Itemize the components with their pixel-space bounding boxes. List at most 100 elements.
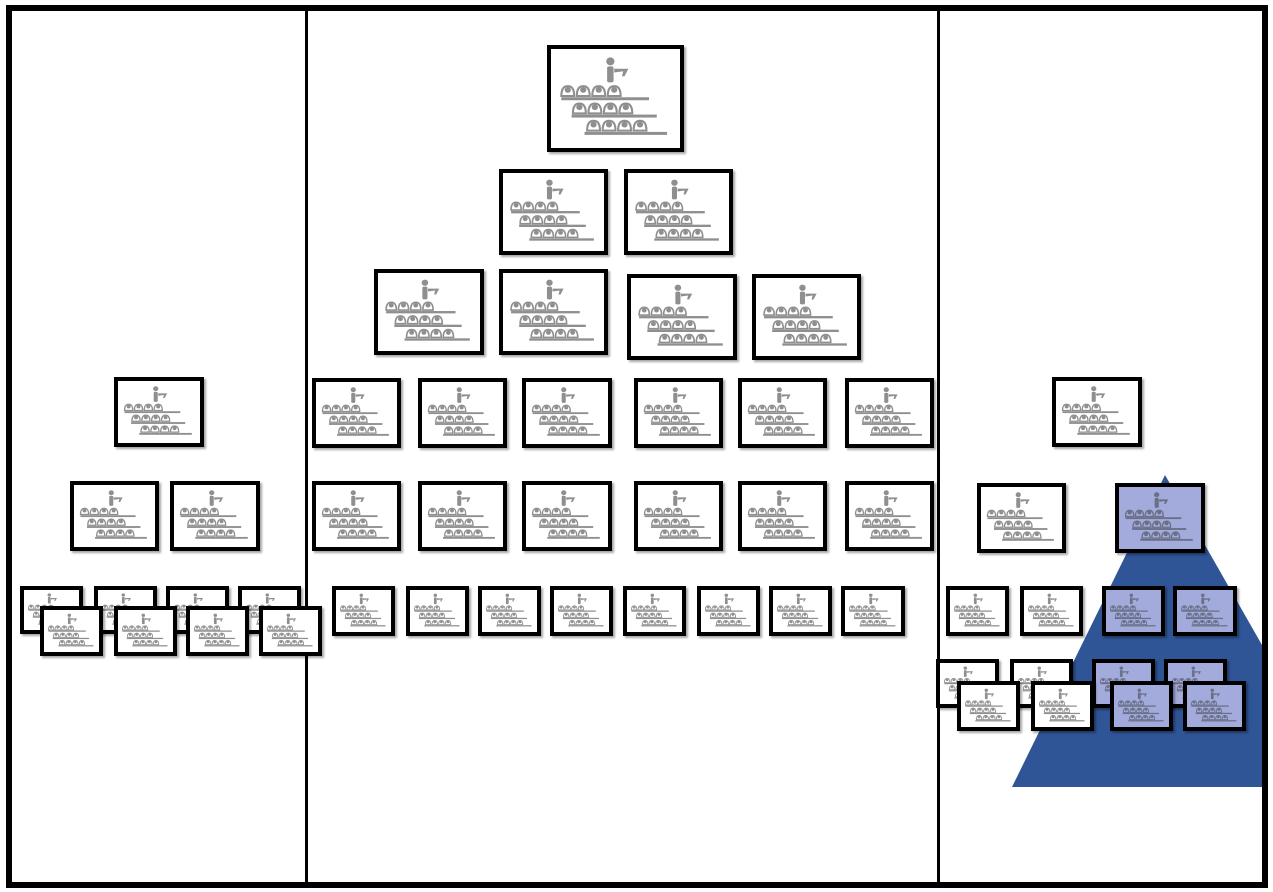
desk-bar [1191,705,1228,706]
teacher-at-board-icon [673,490,687,506]
classroom-card-right-highlighted [1110,681,1173,731]
student-desk-icon [436,416,444,422]
student-desk-icon [654,508,662,514]
student-desk-icon [1028,606,1034,610]
student-desk-icon [445,416,453,422]
classroom-card-center [624,169,733,255]
desk-bar [486,610,523,611]
desk-bar [511,311,580,313]
student-desk-icon [558,606,564,610]
student-desk-icon [784,530,792,536]
desk-bar [651,423,704,425]
desk-bar [394,325,461,327]
student-desk-icon [141,426,149,432]
desk-bar [529,338,594,340]
student-desk-icon [985,620,991,624]
desk-bar [199,638,235,639]
student-desk-icon [458,508,466,514]
classroom-card-center [634,481,723,551]
student-desk-icon [465,416,473,422]
teacher-at-board-icon [777,387,791,403]
student-desk-icon [656,620,662,624]
classroom-icon [1056,381,1138,443]
student-desk-icon [1188,606,1194,610]
student-desk-icon [1013,532,1021,538]
classroom-icon [628,173,729,251]
student-desk-icon [872,519,880,525]
desk-bar [763,537,815,539]
student-desk-icon [865,508,873,514]
student-desk-icon [1117,606,1123,610]
student-desk-icon [562,508,570,514]
desk-bar [345,618,381,619]
student-desk-icon [140,640,146,644]
student-desk-icon [407,330,417,338]
classroom-icon [1024,590,1079,632]
student-desk-icon [210,508,218,514]
classroom-icon [526,485,608,547]
desk-bar [870,434,922,436]
student-desk-icon [1141,620,1147,624]
student-desk-icon [504,620,510,624]
teacher-at-board-icon [457,490,471,506]
desk-bar [636,211,705,213]
student-desk-icon [540,416,548,422]
desk-bar [659,537,711,539]
student-desk-icon [717,613,723,617]
student-desk-icon [1138,701,1144,705]
desk-bar [428,515,483,517]
student-desk-icon [796,613,802,617]
student-desk-icon [144,404,152,410]
classroom-icon [482,590,537,632]
student-desk-icon [949,686,955,690]
desk-bar [139,433,191,435]
student-desk-icon [583,613,589,617]
student-desk-icon [645,216,655,224]
classroom-icon [316,382,397,444]
desk-bar [965,705,1002,706]
student-desk-icon [618,121,631,131]
desk-bar [1201,720,1236,721]
student-desk-icon [298,640,304,644]
classroom-icon [627,590,682,632]
classroom-card-left [259,606,322,656]
teacher-at-board-icon [122,593,131,603]
student-desk-icon [90,508,98,514]
student-desk-icon [1202,606,1208,610]
student-desk-icon [648,202,658,210]
student-desk-icon [556,230,566,238]
teacher-at-board-icon [546,280,563,300]
student-desk-icon [550,416,558,422]
teacher-at-board-icon [1120,666,1129,676]
student-desk-icon [520,316,530,324]
student-desk-icon [861,620,867,624]
student-desk-icon [1118,701,1124,705]
student-desk-icon [1143,708,1149,712]
student-desk-icon [1108,426,1116,432]
student-desk-icon [1080,415,1088,421]
desk-bar [651,526,704,528]
student-desk-icon [1035,606,1041,610]
student-desk-icon [1039,620,1045,624]
student-desk-icon [872,427,880,433]
student-desk-icon [572,606,578,610]
student-desk-icon [358,620,364,624]
student-desk-icon [286,633,292,637]
student-desk-icon [1130,708,1136,712]
teacher-at-board-icon [1091,386,1105,402]
desk-bar [855,515,910,517]
student-desk-icon [267,626,273,630]
student-desk-icon [954,606,960,610]
desk-bar [860,625,896,626]
student-desk-icon [550,519,558,525]
classroom-icon [422,382,503,444]
student-desk-icon [33,612,39,616]
student-desk-icon [1064,708,1070,712]
student-desk-icon [560,519,568,525]
student-desk-icon [339,427,347,433]
student-desk-icon [1216,715,1222,719]
student-desk-icon [1099,426,1107,432]
classroom-card-center [550,586,613,636]
teacher-at-board-icon [675,285,693,305]
student-desk-icon [651,307,661,315]
